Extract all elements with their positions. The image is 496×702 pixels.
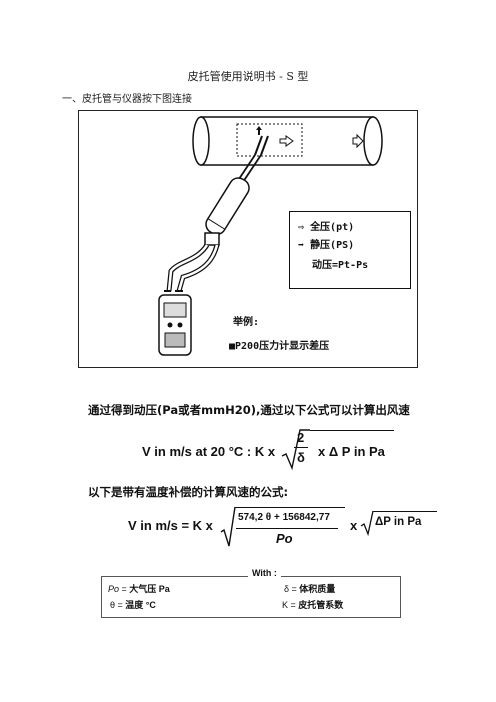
definitions-box: Po = 大气压 Pa θ = 温度 °C δ = 体积质量 K = 皮托管系数 [101, 576, 401, 618]
formula1-denominator: δ [297, 450, 305, 465]
formula2-tail: x [350, 518, 358, 533]
duct-cutout [236, 123, 303, 157]
example-text: ■P200压力计显示差压 [229, 341, 330, 352]
hose-right-inner [177, 244, 219, 292]
k-symbol: K [282, 600, 289, 610]
up-arrow-icon [256, 126, 262, 135]
legend-box: ⇨ 全压(pt) ➡ 静压(PS) 动压=Pt-Ps [289, 211, 411, 289]
with-label: With : [248, 568, 281, 578]
flow-arrow-end-icon [352, 133, 364, 149]
page-title: 皮托管使用说明书 - S 型 [187, 70, 309, 83]
probe-handle [205, 177, 250, 236]
delta-definition: 体积质量 [299, 584, 336, 594]
formula2-root: ΔP in Pa [375, 516, 422, 528]
formula2-denominator: Po [276, 531, 293, 546]
probe-connector [204, 232, 220, 246]
legend-total: 全压(pt) [310, 222, 355, 233]
flow-arrow-icon [279, 135, 294, 147]
sqrt-overline [310, 430, 394, 431]
meter-keypad [164, 332, 186, 348]
section-heading: 一、皮托管与仪器按下图连接 [62, 94, 192, 105]
solid-arrow-icon: ➡ [298, 240, 305, 251]
meter-screen [163, 302, 187, 318]
sqrt-sign-icon [360, 510, 374, 536]
fraction-bar [294, 447, 308, 448]
legend-static: 静压(PS) [310, 240, 355, 251]
duct-right-end [363, 116, 383, 166]
delta-symbol: δ [284, 584, 290, 594]
duct-left-end [192, 116, 210, 166]
meter-button [177, 322, 183, 328]
formula1-lhs: V in m/s at 20 °C : K x [142, 444, 276, 459]
fraction-bar [236, 528, 338, 529]
formula1-intro: 通过得到动压(Pa或者mmH20),通过以下公式可以计算出风速 [88, 403, 410, 417]
connection-diagram: ⇨ 全压(pt) ➡ 静压(PS) 动压=Pt-Ps 举例: ■P200压力计显… [78, 110, 418, 368]
k-definition: 皮托管系数 [298, 600, 344, 610]
po-definition: 大气压 Pa [129, 584, 170, 594]
theta-symbol: θ [110, 600, 116, 610]
hose-left-inner [167, 244, 209, 292]
formula2-numerator: 574,2 θ + 156842,77 [238, 512, 330, 523]
sqrt-sign-icon [220, 506, 236, 547]
legend-dynamic: 动压=Pt-Ps [312, 260, 369, 271]
formula2-intro: 以下是带有温度补偿的计算风速的公式: [88, 485, 289, 499]
formula2-lhs: V in m/s = K x [128, 518, 213, 533]
example-label: 举例: [233, 317, 260, 328]
formula1-tail: x Δ P in Pa [318, 444, 385, 459]
sqrt-sign-icon [281, 429, 310, 471]
probe-tip [254, 135, 269, 156]
sqrt-overline [373, 511, 437, 512]
meter-button [167, 322, 173, 328]
theta-definition: 温度 °C [125, 600, 156, 610]
hollow-arrow-icon: ⇨ [298, 222, 305, 233]
po-symbol: Po [108, 584, 120, 594]
sqrt-overline [235, 507, 345, 508]
diagram-drawing [158, 116, 383, 356]
formula1-numerator: 2 [297, 430, 305, 445]
